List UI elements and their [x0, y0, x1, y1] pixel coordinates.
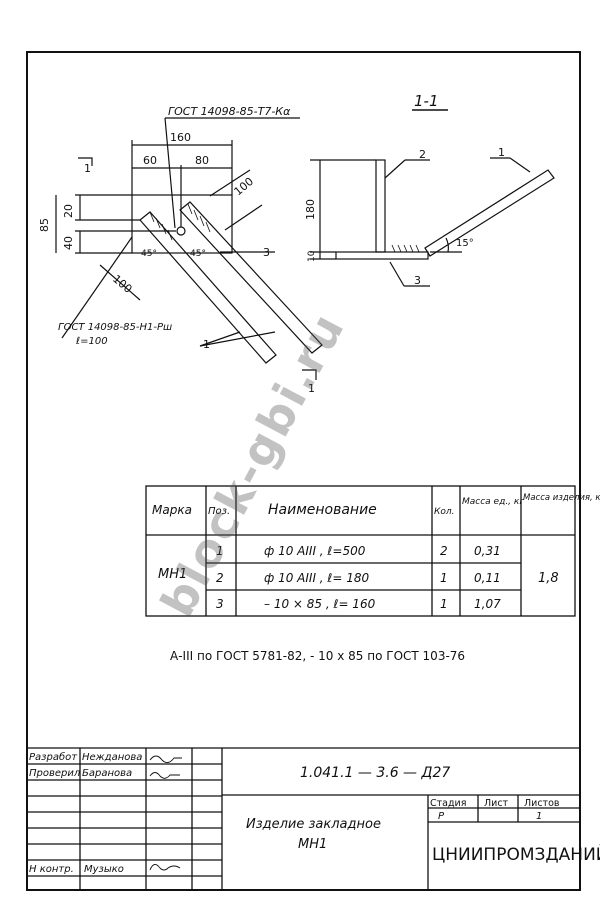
- th-unit-mass: Масса ед., кг: [462, 497, 524, 507]
- name-developer: Нежданова: [82, 752, 142, 763]
- name-norm-control: Музыко: [84, 864, 124, 875]
- title-block: [27, 747, 580, 890]
- sheets-header: Листов: [524, 798, 560, 809]
- cell-pos-2: 2: [216, 571, 224, 585]
- dim-80: 80: [195, 154, 209, 167]
- pos-3-plan: 3: [263, 246, 270, 259]
- th-name: Наименование: [268, 502, 377, 518]
- dim-180: 180: [304, 199, 317, 220]
- dim-100-top: 100: [232, 175, 256, 198]
- gost-bottom-length: ℓ=100: [76, 336, 108, 347]
- document-code: 1.041.1 — 3.6 — Д27: [300, 765, 450, 781]
- pos-3-section: 3: [414, 274, 421, 287]
- name-checker: Баранова: [82, 768, 132, 779]
- pos-1-section: 1: [498, 146, 505, 159]
- th-pos: Поз.: [208, 506, 230, 517]
- cell-name-1: ф 10 АIII , ℓ=500: [264, 544, 366, 558]
- cell-name-2: ф 10 АIII , ℓ= 180: [264, 571, 370, 585]
- gost-top-label: ГОСТ 14098-85-Т7-Кα: [168, 105, 291, 118]
- spec-table: [145, 485, 576, 617]
- angle-15: 15°: [456, 238, 474, 249]
- plan-view: [55, 117, 323, 380]
- dim-160: 160: [170, 131, 191, 144]
- role-norm-control: Н контр.: [29, 864, 74, 875]
- cell-pos-3: 3: [216, 597, 224, 611]
- dim-10: 10: [307, 250, 317, 262]
- th-qty: Кол.: [434, 507, 455, 517]
- sheet-frame: [26, 51, 581, 891]
- section-title: 1-1: [414, 92, 439, 110]
- angle-45-right: 45°: [190, 249, 206, 259]
- cell-mass-2: 0,11: [474, 571, 501, 585]
- stage-header: Стадия: [430, 798, 466, 809]
- dim-40: 40: [62, 236, 75, 250]
- cut-mark-top: 1: [84, 162, 91, 175]
- cell-pos-1: 1: [216, 544, 224, 558]
- item-mark: МН1: [298, 837, 327, 852]
- cell-qty-3: 1: [440, 597, 448, 611]
- role-developer: Разработ: [29, 751, 78, 763]
- section-view: [310, 109, 555, 287]
- cell-qty-1: 2: [440, 544, 448, 558]
- cell-mass-3: 1,07: [474, 597, 501, 611]
- dim-85: 85: [38, 218, 51, 232]
- dim-60: 60: [143, 154, 157, 167]
- th-mark: Марка: [152, 503, 192, 517]
- sheet-value: 1: [536, 811, 542, 822]
- cell-qty-2: 1: [440, 571, 448, 585]
- pos-1-plan: 1: [203, 338, 210, 351]
- th-item-mass: Масса изделия, кг: [523, 493, 600, 503]
- gost-bottom-label: ГОСТ 14098-85-Н1-Рш: [58, 322, 172, 333]
- pos-2-section: 2: [419, 148, 426, 161]
- organization-name: ЦНИИПРОМЗДАНИЙ: [432, 843, 600, 865]
- cell-mark: МН1: [158, 567, 187, 582]
- role-checker: Проверил: [29, 768, 81, 779]
- dim-20: 20: [62, 204, 75, 218]
- sheet-header: Лист: [484, 798, 509, 809]
- cut-mark-bottom: 1: [308, 382, 315, 395]
- cell-name-3: – 10 × 85 , ℓ= 160: [264, 597, 376, 611]
- angle-45-left: 45°: [141, 249, 157, 259]
- note-line: А-III по ГОСТ 5781-82, - 10 х 85 по ГОСТ…: [170, 649, 465, 663]
- item-title: Изделие закладное: [246, 817, 381, 832]
- cell-total-mass: 1,8: [538, 571, 559, 586]
- stage-value: Р: [438, 811, 445, 822]
- cell-mass-1: 0,31: [474, 544, 501, 558]
